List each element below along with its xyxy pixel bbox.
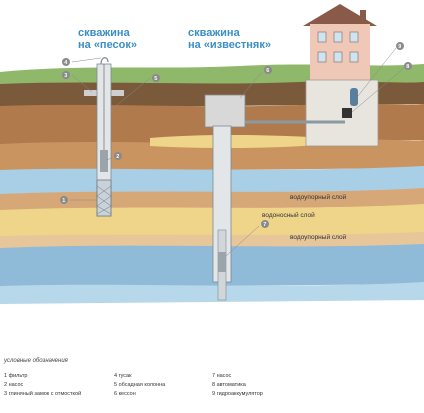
- house-window: [318, 52, 326, 62]
- house-window: [350, 52, 358, 62]
- svg-text:8: 8: [406, 64, 409, 70]
- svg-text:1: 1: [62, 198, 65, 204]
- legend-item: 5 обсадная колонна: [114, 381, 165, 390]
- house: [303, 4, 378, 146]
- legend-item: 3 глиняный замок с отмосткой: [4, 390, 81, 399]
- legend-column: 4 гусак 5 обсадная колонна 6 кессон: [114, 372, 165, 399]
- marker-4: 4: [62, 58, 70, 66]
- house-window: [334, 52, 342, 62]
- limestone-water-layer: [0, 244, 424, 288]
- svg-text:3: 3: [64, 73, 67, 79]
- layer-label-aquiclude-2: водоупорный слой: [290, 233, 347, 241]
- legend-item: 4 гусак: [114, 372, 165, 381]
- svg-text:9: 9: [398, 44, 401, 50]
- legend-item: 8 автоматика: [212, 381, 263, 390]
- marker-7: 7: [261, 220, 269, 228]
- legend-item: 1 фильтр: [4, 372, 81, 381]
- marker-5: 5: [152, 74, 160, 82]
- hydroaccumulator: [350, 88, 358, 106]
- marker-6: 6: [264, 66, 272, 74]
- limestone-well-title-line2: на «известняк»: [188, 39, 271, 51]
- aquifer-sand-layer: [0, 204, 424, 238]
- sand-well-pump: [100, 150, 108, 172]
- automation-box: [342, 108, 352, 118]
- marker-9: 9: [396, 42, 404, 50]
- svg-text:6: 6: [266, 68, 269, 74]
- leader-line: [72, 58, 101, 62]
- marker-3: 3: [62, 71, 70, 79]
- legend-item: 7 насос: [212, 372, 263, 381]
- svg-text:7: 7: [263, 222, 266, 228]
- gooseneck: [101, 58, 108, 64]
- marker-8: 8: [404, 62, 412, 70]
- limestone-well-title-line1: скважина: [188, 27, 241, 39]
- legend-item: 2 насос: [4, 381, 81, 390]
- legend-column: 7 насос 8 автоматика 9 гидроаккумулятор: [212, 372, 263, 399]
- caisson: [205, 95, 245, 127]
- svg-text:2: 2: [116, 154, 119, 160]
- svg-text:5: 5: [154, 76, 157, 82]
- legend-item: 6 кессон: [114, 390, 165, 399]
- sand-well-title-line1: скважина: [78, 27, 131, 39]
- legend-column: 1 фильтр 2 насос 3 глиняный замок с отмо…: [4, 372, 81, 399]
- limestone-well-pump: [218, 252, 226, 272]
- house-chimney: [360, 10, 366, 22]
- legend-title: условные обозначения: [4, 358, 68, 364]
- house-window: [318, 32, 326, 42]
- layer-label-aquifer: водоносный слой: [262, 211, 315, 219]
- marker-2: 2: [114, 152, 122, 160]
- layer-label-aquiclude-1: водоупорный слой: [290, 193, 347, 201]
- legend-item: 9 гидроаккумулятор: [212, 390, 263, 399]
- sand-well-filter: [97, 180, 111, 216]
- legend: условные обозначения 1 фильтр 2 насос 3 …: [4, 358, 420, 410]
- house-window: [350, 32, 358, 42]
- sand-well-title-line2: на «песок»: [78, 39, 137, 51]
- house-window: [334, 32, 342, 42]
- marker-1: 1: [60, 196, 68, 204]
